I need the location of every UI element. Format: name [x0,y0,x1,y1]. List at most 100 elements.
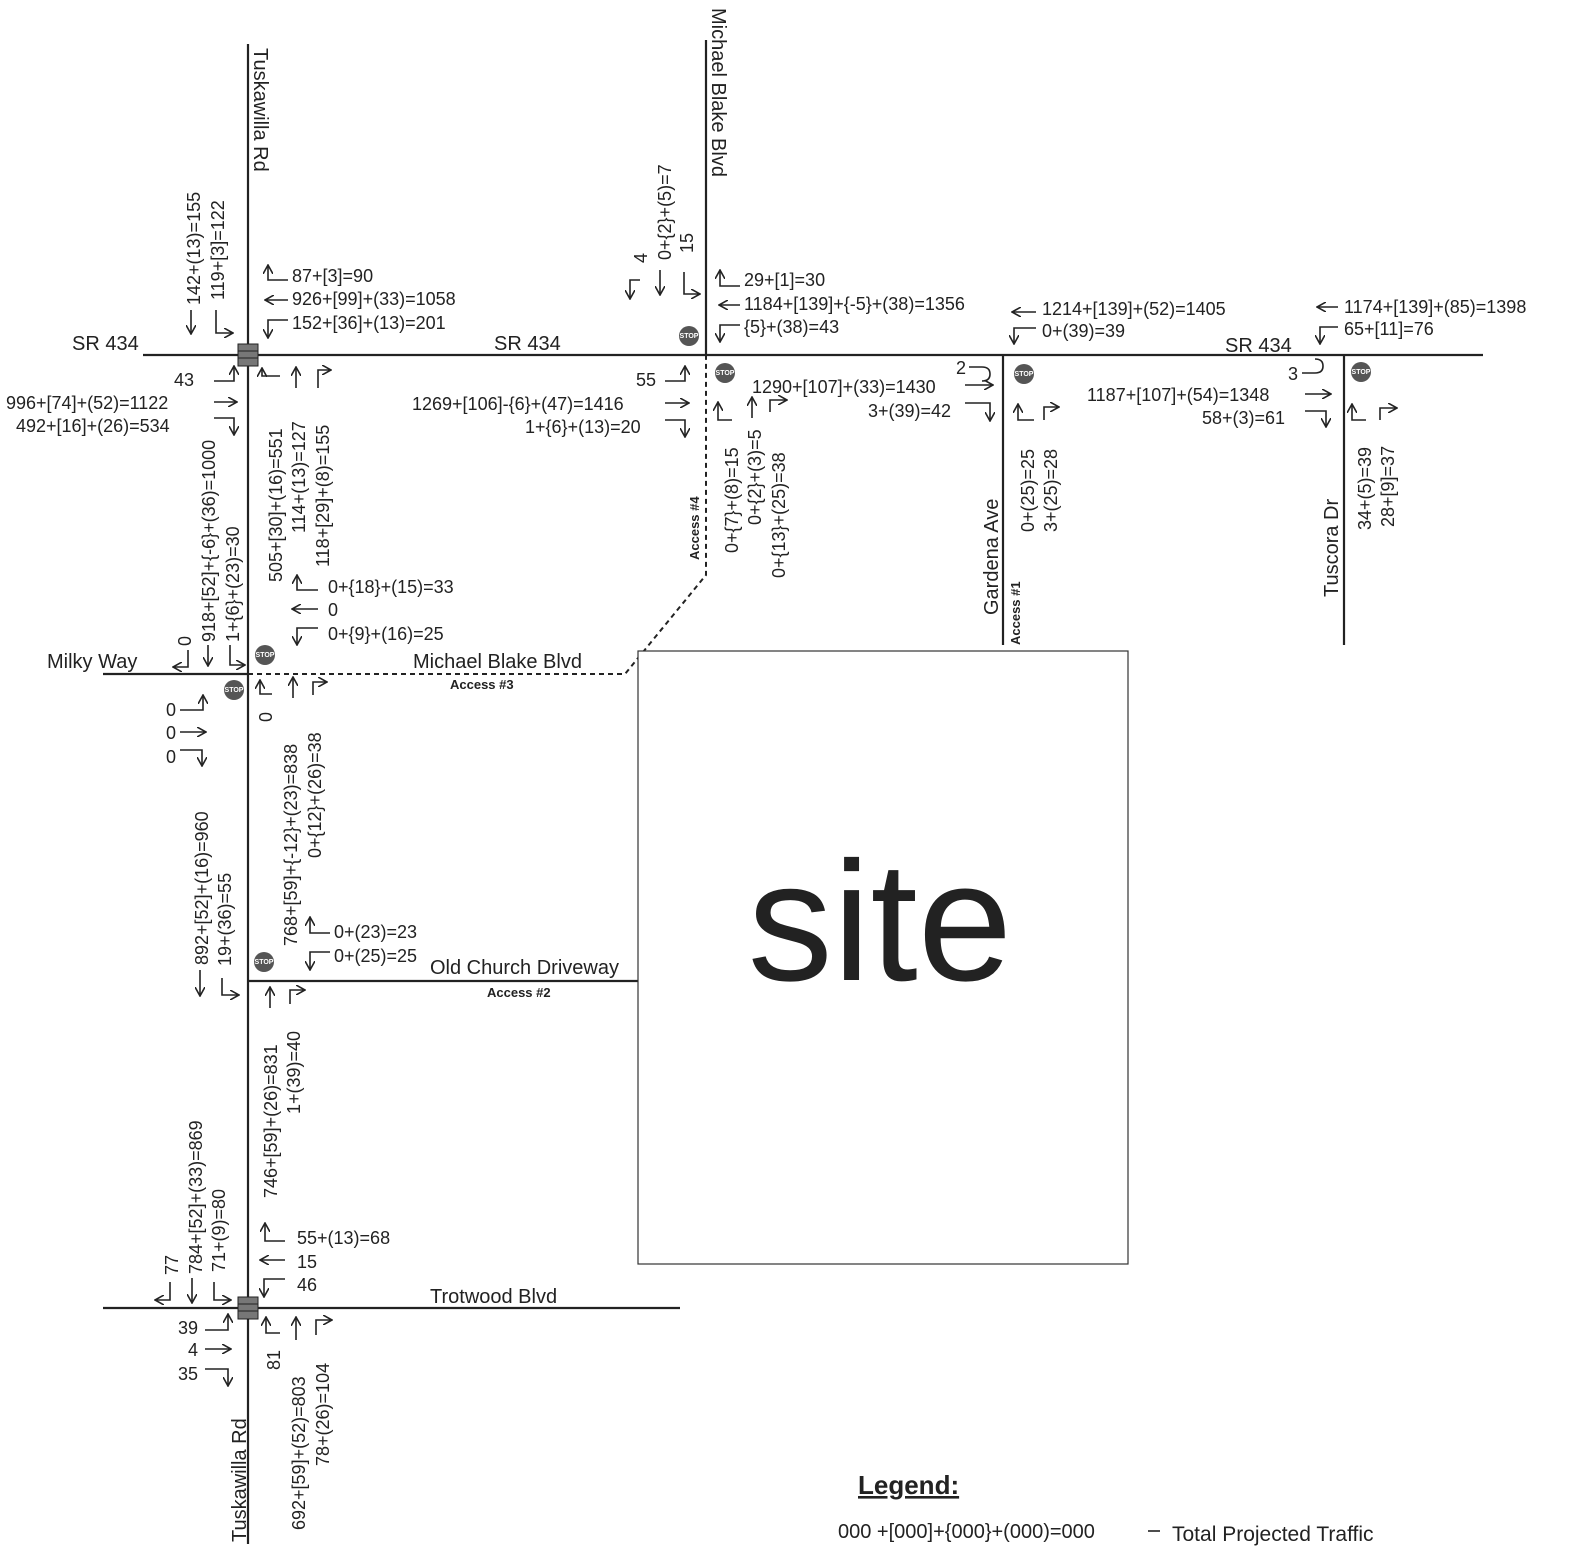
volume-label: 1184+[139]+{-5}+(38)=1356 [744,294,965,314]
volume-label: 892+[52]+(16)=960 [192,811,212,965]
volume-label: 0 [166,723,176,743]
site-box [637,650,1129,1265]
volume-label: 0 [166,747,176,767]
volume-label: 65+[11]=76 [1344,319,1434,339]
volume-label: 505+[30]+(16)=551 [266,428,286,582]
svg-text:STOP: STOP [716,370,735,377]
volume-label: 142+(13)=155 [184,192,204,305]
volume-label: 55 [636,370,656,390]
volume-label: 4 [631,253,651,263]
volume-label: 34+(5)=39 [1355,447,1375,530]
michael-blake-access-path [248,355,707,675]
access-label: Access #4 [687,496,702,560]
turn-arrows [156,266,1396,1532]
svg-text:STOP: STOP [680,333,699,340]
legend: Legend: 000 +[000]+{000}+(000)=000 Total… [838,1470,1374,1546]
volume-label: 46 [297,1275,317,1295]
volume-label: 926+[99]+(33)=1058 [292,289,456,309]
volume-label: 1187+[107]+(54)=1348 [1087,385,1269,405]
volume-label: 0+{2}+(5)=7 [655,164,675,260]
volume-label: 58+(3)=61 [1202,408,1285,428]
stop-sign-icon: STOP [254,952,274,972]
volume-label: 996+[74]+(52)=1122 [6,393,168,413]
volume-label: 87+[3]=90 [292,266,373,286]
volume-label: 77 [162,1255,182,1275]
road-label-sr434: SR 434 [1225,335,1292,357]
volume-label: 0+{9}+(16)=25 [328,624,444,644]
volume-label: 0+{13}+(25)=38 [769,452,789,578]
volume-label: 0+(39)=39 [1042,321,1125,341]
volume-label: 784+[52]+(33)=869 [186,1120,206,1274]
volume-label: 0+(25)=25 [334,946,417,966]
volume-label: 15 [677,233,697,253]
volume-label: 0+{12}+(26)=38 [305,732,325,858]
volume-label: 43 [174,370,194,390]
volume-label: 0+(25)=25 [1018,449,1038,532]
road-label-sr434: SR 434 [494,333,561,355]
volume-label: 114+(13)=127 [289,421,309,533]
volume-label: 28+[9]=37 [1378,446,1398,527]
stop-sign-icon: STOP [679,326,699,346]
volume-label: 0+{7}+(8)=15 [722,447,742,553]
volume-label: 1269+[106]-{6}+(47)=1416 [412,394,624,414]
svg-text:STOP: STOP [225,687,244,694]
traffic-signal-sr434-tuskawilla [237,343,259,367]
road-label-milky-way: Milky Way [47,651,137,673]
volume-label: 0 [166,700,176,720]
volume-label: 1174+[139]+(85)=1398 [1344,297,1526,317]
site-label: site [748,827,1013,1017]
stop-sign-icon: STOP [1014,364,1034,384]
volume-label: 4 [188,1340,198,1360]
volume-label: 1+{6}+(23)=30 [223,526,243,642]
volume-label: 119+[3]=122 [208,200,228,300]
road-label-michael-blake: Michael Blake Blvd [413,651,582,673]
access-label: Access #3 [450,677,514,692]
volume-label: 0 [256,712,276,722]
road-label-tuskawilla: Tuskawilla Rd [249,48,271,172]
road-label-trotwood: Trotwood Blvd [430,1286,557,1308]
road-label-tuskawilla: Tuskawilla Rd [229,1418,251,1542]
stop-sign-icon: STOP [255,645,275,665]
legend-meaning: Total Projected Traffic [1172,1523,1374,1546]
volume-label: 35 [178,1364,198,1384]
volume-label: 0+{2}+(3)=5 [745,429,765,525]
volume-label: 19+(36)=55 [215,873,235,966]
volume-label: 55+(13)=68 [297,1228,390,1248]
volume-label: 15 [297,1252,317,1272]
volume-label: 78+(26)=104 [313,1363,333,1466]
volume-label: 81 [264,1350,284,1370]
volume-label: 1290+[107]+(33)=1430 [752,377,936,397]
road-label-tuscora: Tuscora Dr [1321,498,1343,597]
volume-label: 2 [956,358,966,378]
volume-label: 1+{6}+(13)=20 [525,417,641,437]
volume-label: 118+[29]+(8)=155 [313,425,333,567]
legend-formula: 000 +[000]+{000}+(000)=000 [838,1521,1095,1543]
volume-label: 746+[59]+(26)=831 [261,1044,281,1198]
stop-sign-icon: STOP [1351,362,1371,382]
access-label: Access #2 [487,985,551,1000]
legend-title: Legend: [858,1470,959,1500]
stop-sign-icon: STOP [715,363,735,383]
svg-text:STOP: STOP [1015,371,1034,378]
volume-label: 3+(39)=42 [868,401,951,421]
volume-label: 3+(25)=28 [1041,449,1061,532]
access-label: Access #1 [1008,581,1023,645]
volume-label: 29+[1]=30 [744,270,825,290]
volume-label: {5}+(38)=43 [744,317,839,337]
road-label-gardena: Gardena Ave [981,499,1003,615]
volume-label: 71+(9)=80 [209,1189,229,1272]
road-label-old-church: Old Church Driveway [430,957,619,979]
svg-text:STOP: STOP [256,652,275,659]
volume-label: 0+{18}+(15)=33 [328,577,454,597]
svg-text:STOP: STOP [255,959,274,966]
volume-label: 692+[59]+(52)=803 [289,1376,309,1530]
volume-label: 918+[52]+{-6}+(36)=1000 [199,440,219,642]
volume-label: 0 [328,600,338,620]
volume-label: 1+(39)=40 [284,1031,304,1114]
stop-sign-icon: STOP [224,680,244,700]
volume-label: 152+[36]+(13)=201 [292,313,446,333]
svg-text:STOP: STOP [1352,369,1371,376]
volume-label: 492+[16]+(26)=534 [16,416,170,436]
traffic-signal-trotwood [237,1296,259,1320]
